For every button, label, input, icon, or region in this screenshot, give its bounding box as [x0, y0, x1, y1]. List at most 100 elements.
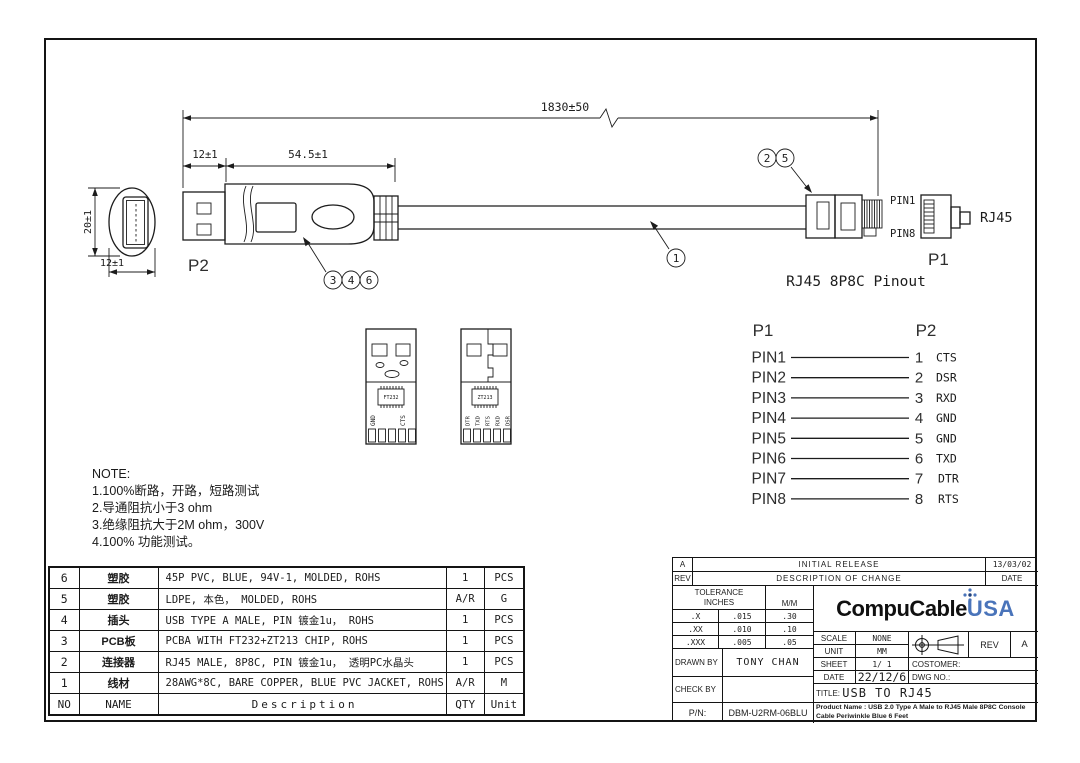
dimension-front-height: 20±1 — [83, 187, 120, 257]
pinout-row: PIN7 7 DTR — [752, 471, 959, 488]
rev-header-date: DATE — [986, 572, 1038, 586]
logo-dots — [961, 583, 981, 609]
pinout-row: PIN4 4 GND — [752, 410, 957, 427]
rev-entry-desc: INITIAL RELEASE — [693, 558, 986, 572]
drawn-by-value: TONY CHAN — [723, 649, 813, 677]
pinout-num: 6 — [915, 451, 923, 468]
sheet-label: SHEET — [813, 658, 856, 671]
pcb1-diagram: FT232 GND CTS — [365, 328, 417, 445]
note-line: 3.绝缘阻抗大于2M ohm，300V — [92, 518, 265, 532]
dim-front-width-label: 12±1 — [100, 258, 124, 269]
dim-cable-length-label: 1830±50 — [541, 100, 590, 114]
pinout-num: 3 — [915, 390, 923, 407]
bom-name: PCB板 — [78, 630, 159, 652]
table-row: 4 插头 USB TYPE A MALE, PIN 镀金1u， ROHS 1 P… — [48, 609, 525, 631]
pinout-pin-label: PIN1 — [752, 350, 786, 367]
note-line: 4.100% 功能测试。 — [92, 535, 201, 549]
unit-label: UNIT — [813, 645, 856, 658]
drawing-title: USB TO RJ45 — [842, 686, 933, 700]
callout-1-group: 1 — [650, 221, 686, 268]
callout-3: 3 — [330, 274, 337, 287]
scale-value: NONE — [856, 632, 909, 645]
bom-header-qty: QTY — [445, 693, 485, 716]
pinout-pin-label: PIN6 — [752, 451, 786, 468]
rj45-front-view — [920, 194, 971, 239]
callout-4: 4 — [348, 274, 355, 287]
bom-name: 塑胶 — [78, 566, 159, 589]
bom-unit: PCS — [483, 566, 525, 589]
pcb2-pin-dtr: DTR — [466, 415, 472, 426]
pinout-num: 2 — [915, 370, 923, 387]
tolerance-precision: .XX — [673, 623, 719, 636]
rev-value: A — [1011, 632, 1038, 658]
pinout-signal: DSR — [936, 371, 957, 385]
pcb2-pin-rts: RTS — [486, 416, 492, 426]
pinout-pin-label: PIN2 — [752, 370, 786, 387]
pinout-row: PIN1 1 CTS — [752, 350, 957, 367]
title-label: TITLE: — [816, 688, 841, 698]
pcb2-pin-rxd: RXD — [496, 416, 502, 426]
bom-no: 6 — [48, 566, 80, 589]
bom-no: 5 — [48, 588, 80, 610]
tolerance-precision: .X — [673, 610, 719, 623]
title-row: TITLE: USB TO RJ45 — [813, 684, 1038, 703]
tolerance-header: TOLERANCE INCHES — [673, 586, 766, 610]
bom-name: 塑胶 — [78, 588, 159, 610]
pinout-pin-label: PIN3 — [752, 390, 786, 407]
table-row: 2 连接器 RJ45 MALE, 8P8C, PIN 镀金1u， 透明PC水晶头… — [48, 651, 525, 673]
bom-no: 1 — [48, 672, 80, 694]
pinout-list: P1 P2 PIN1 1 CTS PIN2 2 DSR PIN3 3 RXD — [752, 321, 959, 508]
pinout-pin-label: PIN4 — [752, 410, 787, 427]
callout-6: 6 — [366, 274, 373, 287]
pinout-num: 1 — [915, 350, 923, 367]
pinout-row: PIN5 5 GND — [752, 430, 957, 447]
bom-desc: 28AWG*8C, BARE COPPER, BLUE PVC JACKET, … — [157, 672, 447, 694]
bom-header-no: NO — [48, 693, 80, 716]
pinout-header-p1: P1 — [753, 321, 774, 340]
note-title: NOTE: — [92, 467, 131, 481]
label-p1: P1 — [928, 250, 949, 269]
pinout-pin-label: PIN7 — [752, 471, 786, 488]
check-by-value — [723, 677, 813, 703]
scale-label: SCALE — [813, 632, 856, 645]
tolerance-precision: .XXX — [673, 636, 719, 649]
company-logo: CompuCable USA — [813, 586, 1038, 632]
bom-header-name: NAME — [78, 693, 159, 716]
bom-qty: 1 — [445, 566, 485, 589]
tolerance-inches-value: .005 — [719, 636, 766, 649]
dimension-usb-shell: 12±1 54.5±1 — [183, 148, 396, 182]
pinout-signal: RTS — [938, 492, 959, 506]
callout-5: 5 — [782, 152, 789, 165]
bom-desc: RJ45 MALE, 8P8C, PIN 镀金1u， 透明PC水晶头 — [157, 651, 447, 673]
pinout-num: 5 — [915, 430, 923, 447]
tolerance-mm-header: M/M — [766, 586, 813, 610]
bom-desc: USB TYPE A MALE, PIN 镀金1u， ROHS — [157, 609, 447, 631]
label-pin1: PIN1 — [890, 195, 915, 207]
bom-unit: M — [483, 672, 525, 694]
note-block: NOTE: 1.100%断路，开路，短路测试 2.导通阻抗小于3 ohm 3.绝… — [92, 466, 264, 551]
bom-unit: PCS — [483, 630, 525, 652]
bom-qty: A/R — [445, 588, 485, 610]
tolerance-mm-value: .05 — [766, 636, 813, 649]
bom-table: 6 塑胶 45P PVC, BLUE, 94V-1, MOLDED, ROHS … — [48, 566, 526, 716]
caption-pinout: RJ45 8P8C Pinout — [786, 274, 926, 290]
bom-unit: G — [483, 588, 525, 610]
part-number-value: DBM-U2RM-06BLU — [728, 707, 808, 718]
callout-346: 3 4 6 — [303, 237, 379, 290]
pinout-num: 4 — [915, 410, 923, 427]
cable — [398, 205, 806, 230]
logo-dots-wrap: CompuCable — [836, 596, 967, 622]
bom-name: 线材 — [78, 672, 159, 694]
bom-qty: 1 — [445, 630, 485, 652]
titleblock-divider — [813, 586, 814, 723]
product-name: Product Name : USB 2.0 Type A Male to RJ… — [816, 704, 1026, 720]
bom-name: 连接器 — [78, 651, 159, 673]
rev-header-desc: DESCRIPTION OF CHANGE — [693, 572, 986, 586]
note-line: 2.导通阻抗小于3 ohm — [92, 501, 213, 515]
pcb1-pin-cts: CTS — [400, 415, 407, 426]
pcb2-pin-txd: TXD — [476, 416, 482, 426]
date-value: 22/12/6 — [856, 671, 909, 684]
pcb2-pin-dsr: DSR — [506, 415, 512, 426]
bom-qty: 1 — [445, 609, 485, 631]
pinout-header-p2: P2 — [916, 321, 937, 340]
